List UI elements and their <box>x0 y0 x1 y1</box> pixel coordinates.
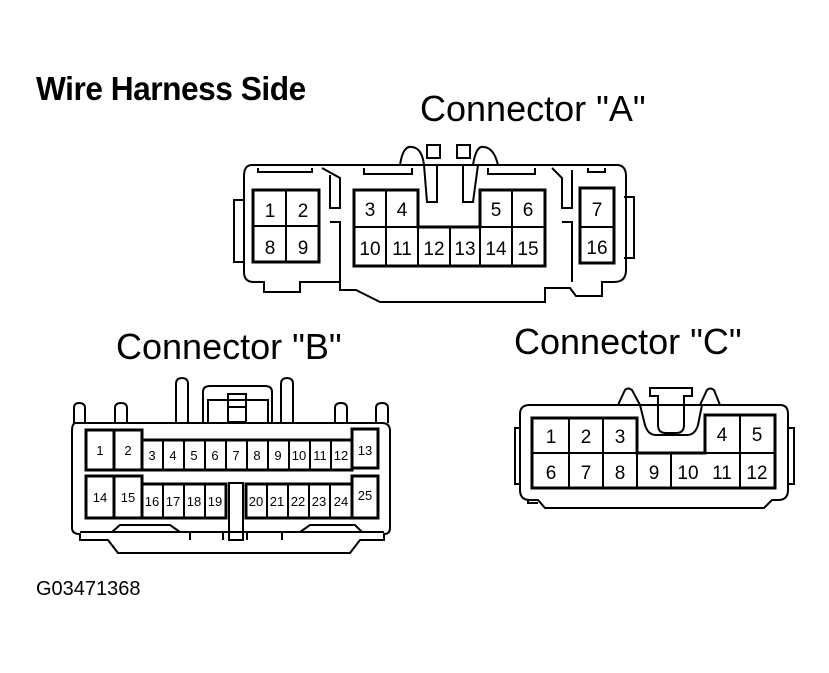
connector-b-pins: 1 2 3 4 5 6 7 8 9 10 11 12 13 14 15 16 1… <box>93 443 372 509</box>
pin-label: 1 <box>265 201 276 222</box>
pin-label: 7 <box>581 463 592 484</box>
pin-label: 6 <box>546 463 557 484</box>
pin-label: 3 <box>365 200 376 221</box>
pin-label: 9 <box>298 238 309 259</box>
pin-label: 8 <box>615 463 626 484</box>
pin-label: 20 <box>249 494 263 509</box>
pin-label: 4 <box>397 200 408 221</box>
pin-label: 3 <box>148 448 155 463</box>
connector-b-label: Connector "B" <box>116 326 342 367</box>
pin-label: 2 <box>581 427 592 448</box>
pin-label: 5 <box>190 448 197 463</box>
pin-label: 16 <box>586 238 607 259</box>
connector-a <box>233 144 635 303</box>
pin-label: 5 <box>752 425 763 446</box>
pin-label: 19 <box>208 494 222 509</box>
pin-label: 9 <box>274 448 281 463</box>
pin-label: 8 <box>253 448 260 463</box>
pin-label: 13 <box>358 443 372 458</box>
connector-c-pins: 1 2 3 4 5 6 7 8 9 10 11 12 <box>546 425 768 484</box>
pin-label: 1 <box>96 443 103 458</box>
connector-a-pins: 1 2 3 4 5 6 7 8 9 10 11 12 13 14 15 16 <box>265 200 608 260</box>
pin-label: 14 <box>485 239 507 260</box>
pin-label: 22 <box>291 494 305 509</box>
pin-label: 24 <box>334 494 348 509</box>
pin-label: 12 <box>746 463 767 484</box>
pin-label: 6 <box>211 448 218 463</box>
connector-c-label: Connector "C" <box>514 321 742 362</box>
pin-label: 15 <box>121 490 135 505</box>
pin-label: 14 <box>93 490 107 505</box>
pin-label: 4 <box>717 425 728 446</box>
diagram-title: Wire Harness Side <box>36 70 306 107</box>
pin-label: 23 <box>312 494 326 509</box>
pin-label: 18 <box>187 494 201 509</box>
pin-label: 2 <box>124 443 131 458</box>
pin-label: 2 <box>298 201 309 222</box>
pin-label: 17 <box>166 494 180 509</box>
pin-label: 6 <box>523 200 534 221</box>
pin-label: 16 <box>145 494 159 509</box>
pin-label: 13 <box>454 239 475 260</box>
connector-b <box>71 376 391 554</box>
pin-label: 10 <box>677 463 698 484</box>
pin-label: 9 <box>649 463 660 484</box>
pin-label: 8 <box>265 238 276 259</box>
pin-label: 12 <box>334 448 348 463</box>
pin-label: 11 <box>313 448 327 463</box>
pin-label: 3 <box>615 427 626 448</box>
pin-label: 4 <box>169 448 176 463</box>
connector-c <box>514 387 795 509</box>
figure-code: G03471368 <box>36 578 141 600</box>
pin-label: 7 <box>232 448 239 463</box>
pin-label: 10 <box>359 239 380 260</box>
pin-label: 11 <box>712 463 732 484</box>
pin-label: 11 <box>392 239 412 260</box>
pin-label: 1 <box>546 427 557 448</box>
pin-label: 15 <box>517 239 538 260</box>
pin-label: 7 <box>592 200 603 221</box>
pin-label: 10 <box>292 448 306 463</box>
connector-a-label: Connector "A" <box>420 88 646 129</box>
pin-label: 21 <box>270 494 284 509</box>
pin-label: 5 <box>491 200 502 221</box>
pin-label: 12 <box>423 239 444 260</box>
pin-label: 25 <box>358 488 372 503</box>
